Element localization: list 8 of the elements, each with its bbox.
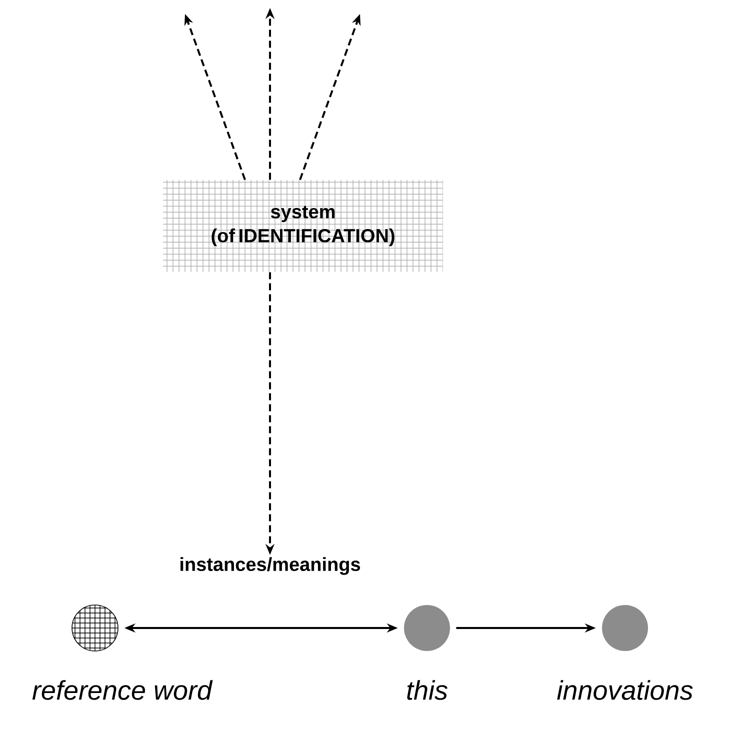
grid-box: system (of IDENTIFICATION) [163, 180, 443, 272]
filled-circle [404, 605, 450, 651]
caption-label: this [407, 680, 448, 700]
caption-label: innovations [557, 680, 693, 700]
text-label: instances/meanings [180, 557, 360, 575]
hatched-circle [72, 604, 118, 652]
filled-circle [602, 605, 648, 651]
caption-label: reference word [32, 680, 213, 700]
